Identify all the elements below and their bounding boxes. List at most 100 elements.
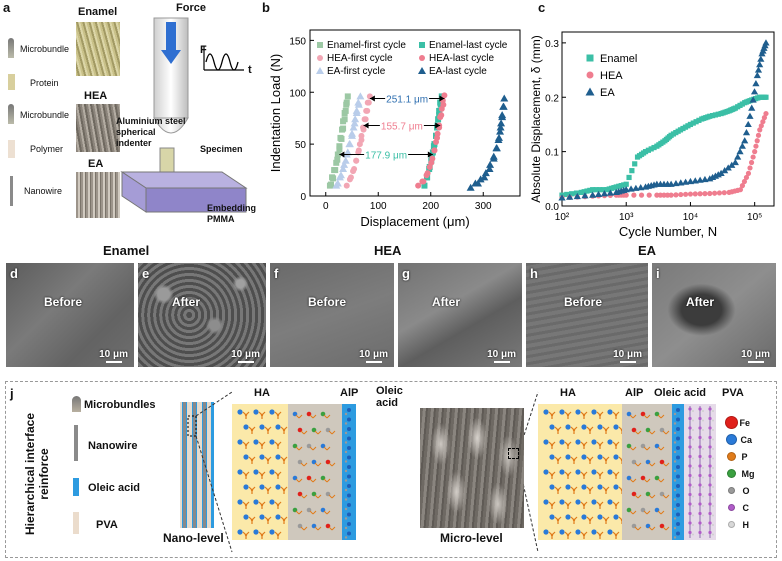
data-point	[441, 92, 448, 99]
phosphate-group	[314, 430, 322, 435]
ca-atom	[275, 454, 281, 460]
c-atom	[698, 426, 702, 430]
h-atom	[702, 514, 704, 517]
data-point	[693, 119, 699, 125]
ca-atom	[565, 484, 571, 490]
element-legend-item: O	[724, 482, 772, 499]
c-atom	[698, 502, 702, 506]
c-atom	[708, 445, 712, 449]
micro-interface-layer-diagram	[538, 404, 716, 540]
microbundle-icon	[8, 104, 14, 124]
data-point	[754, 66, 763, 73]
ca-atom	[243, 424, 249, 430]
phosphate-group	[300, 430, 308, 435]
panel-j-label: j	[10, 386, 14, 401]
o-atom	[344, 498, 348, 501]
data-point	[474, 179, 482, 187]
p-atom	[276, 503, 280, 507]
phosphate-group	[300, 526, 308, 531]
oleic-acid-molecule	[347, 408, 351, 412]
legend-label: EA	[600, 87, 615, 99]
sem-panel-label: f	[274, 266, 279, 281]
data-point	[755, 132, 762, 138]
x-tick-label: 0	[323, 201, 329, 212]
data-point	[351, 115, 360, 123]
p-atom	[550, 413, 554, 417]
h-atom	[712, 419, 714, 422]
p-atom	[566, 413, 570, 417]
oleic-acid-molecule	[347, 465, 351, 469]
phosphate-group	[662, 494, 670, 499]
x-axis-label: Displacement (μm)	[360, 214, 469, 229]
ca-atom	[591, 469, 597, 475]
data-point	[736, 148, 744, 155]
phosphate-group	[657, 446, 665, 451]
h-atom	[712, 467, 714, 469]
c-atom	[698, 416, 702, 421]
p-atom	[604, 428, 608, 432]
layer-label-ha: HA	[560, 387, 576, 399]
element-legend-item: C	[724, 499, 772, 516]
ca-atom	[543, 529, 549, 535]
data-point	[712, 112, 719, 118]
data-point	[631, 192, 637, 198]
c-atom	[688, 492, 692, 497]
p-atom	[566, 473, 570, 477]
data-point	[753, 143, 759, 149]
o-atom	[673, 431, 677, 435]
p-atom	[588, 518, 592, 522]
ca-atom	[597, 424, 603, 430]
oleic-acid-molecule	[347, 493, 351, 498]
data-point	[757, 127, 763, 133]
data-point	[348, 129, 356, 137]
c-atom-icon	[727, 504, 735, 511]
c-atom	[708, 454, 712, 459]
data-point	[438, 112, 445, 119]
sem-material-hea: HEA	[374, 243, 402, 258]
legend-label: Enamel	[600, 53, 637, 65]
p-atom	[550, 503, 554, 507]
p-atom	[244, 533, 248, 537]
data-point	[364, 107, 371, 114]
p-atom	[588, 428, 592, 432]
ca-atom	[269, 409, 275, 415]
data-point	[350, 168, 357, 175]
h-atom	[692, 429, 694, 431]
data-point	[678, 191, 684, 198]
arrow-head-icon	[369, 95, 375, 102]
c-atom	[698, 435, 702, 440]
o-atom	[673, 488, 677, 492]
data-point	[760, 119, 766, 125]
data-point	[573, 190, 580, 196]
ca-atom	[559, 469, 565, 475]
data-point	[578, 189, 584, 196]
c-atom	[688, 435, 692, 440]
ca-atom	[575, 499, 581, 505]
data-point	[496, 123, 505, 131]
p-atom	[572, 488, 576, 492]
phosphate-group	[300, 494, 308, 499]
oleic-acid-legend-icon	[73, 478, 79, 496]
c-atom	[708, 483, 712, 487]
data-point	[710, 113, 716, 119]
ca-atom	[269, 529, 275, 535]
ca-atom	[559, 439, 565, 445]
data-point	[332, 167, 339, 174]
element-symbol: C	[742, 502, 750, 513]
side-title: Hierarchical interface reinforce	[23, 412, 51, 536]
h-atom-icon	[727, 521, 735, 528]
h-atom	[692, 410, 694, 412]
p-atom	[614, 413, 618, 417]
h-atom	[712, 533, 714, 536]
h-atom	[702, 533, 704, 536]
ca-atom	[607, 529, 613, 535]
data-point	[589, 191, 597, 198]
phosphate-group	[657, 510, 665, 515]
p-atom	[572, 518, 576, 522]
ca-atom	[549, 454, 555, 460]
ca-atom	[581, 514, 587, 520]
ca-atom	[237, 469, 243, 475]
